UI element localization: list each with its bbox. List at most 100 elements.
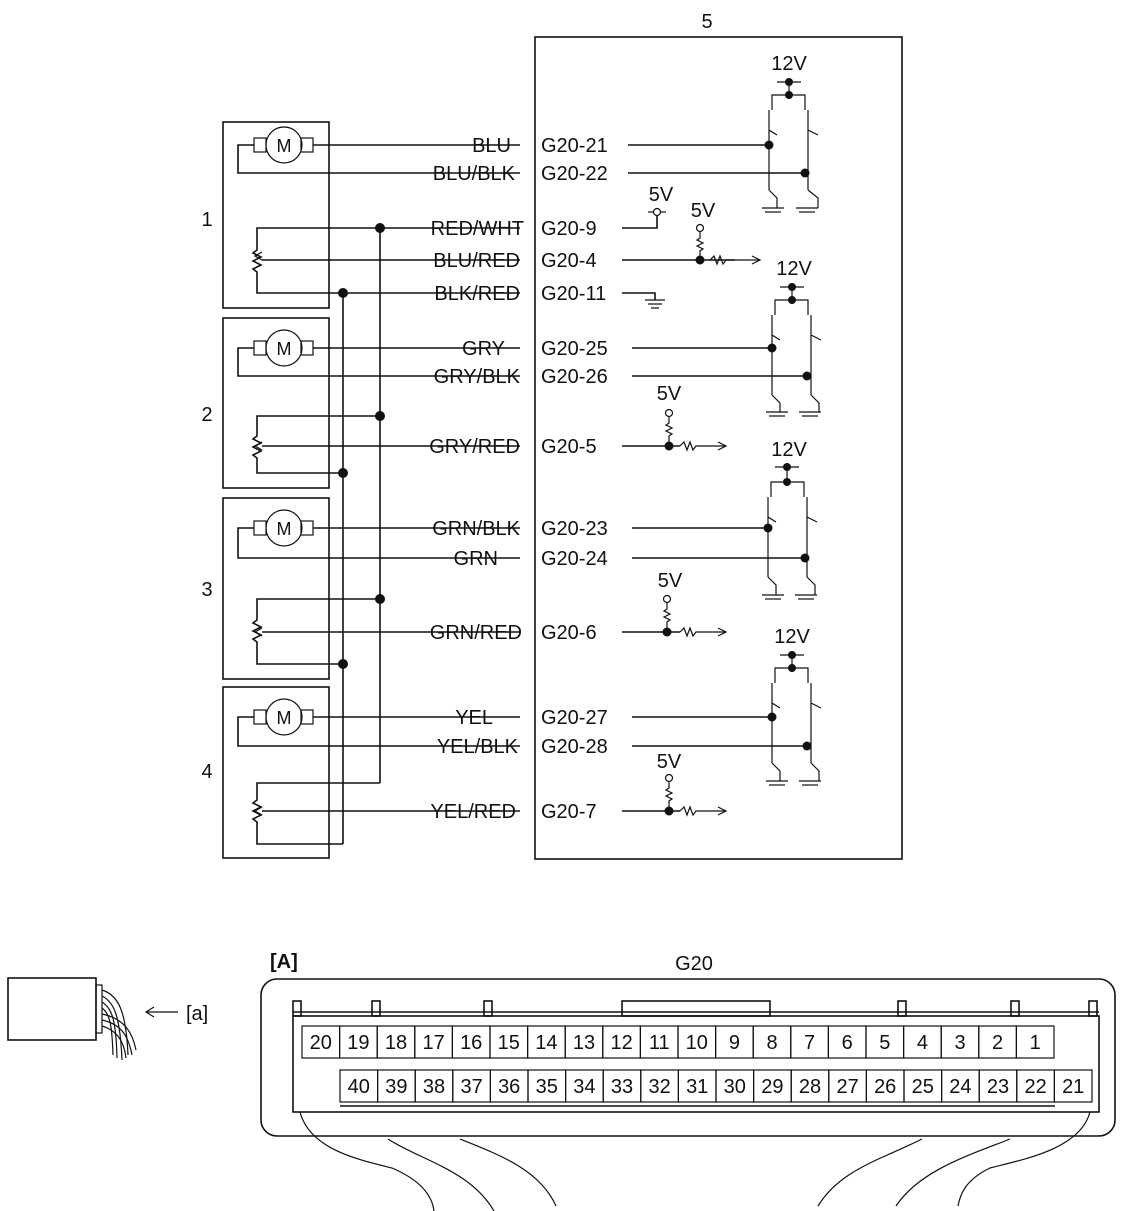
pin-number: 39 xyxy=(385,1076,407,1098)
pin-number: 16 xyxy=(460,1032,482,1054)
pin-number: 7 xyxy=(804,1032,815,1054)
pin-number: 13 xyxy=(573,1032,595,1054)
section-label: [A] xyxy=(270,951,298,973)
connector-body xyxy=(260,978,1116,1211)
pin-cell-39: 39 xyxy=(377,1069,416,1103)
pin-number: 3 xyxy=(954,1032,965,1054)
terminal-label: G20-24 xyxy=(541,548,608,570)
terminal-label: G20-9 xyxy=(541,218,597,240)
pin-number: 37 xyxy=(460,1076,482,1098)
pin-number: 25 xyxy=(912,1076,934,1098)
resistor-icon xyxy=(648,207,666,217)
wire-color-label: YEL xyxy=(455,707,493,729)
motor-box-4 xyxy=(222,686,330,859)
potentiometer-icon xyxy=(251,227,520,294)
pin-number: 21 xyxy=(1062,1076,1084,1098)
pin-cell-3: 3 xyxy=(940,1025,980,1059)
supply-12v-label: 12V xyxy=(771,439,807,461)
resistor-icon xyxy=(662,594,728,638)
pin-cell-7: 7 xyxy=(790,1025,829,1059)
terminal-label: G20-11 xyxy=(541,283,606,305)
pin-number: 10 xyxy=(686,1032,708,1054)
ecu-box xyxy=(534,36,903,860)
pin-number: 28 xyxy=(799,1076,821,1098)
svg-text:M: M xyxy=(277,339,292,359)
supply-12v-label: 12V xyxy=(776,258,812,280)
wire-color-label: BLU/RED xyxy=(433,250,520,272)
terminal-label: G20-23 xyxy=(541,518,608,540)
connector-name: G20 xyxy=(675,953,713,975)
svg-text:M: M xyxy=(277,708,292,728)
motor-icon: M xyxy=(253,509,314,547)
pin-cell-10: 10 xyxy=(677,1025,717,1059)
pin-number: 12 xyxy=(610,1032,632,1054)
pin-number: 26 xyxy=(874,1076,896,1098)
pin-number: 17 xyxy=(422,1032,444,1054)
pin-cell-4: 4 xyxy=(902,1025,942,1059)
transistor-icon xyxy=(766,651,822,786)
pin-cell-27: 27 xyxy=(828,1069,867,1103)
resistor-icon xyxy=(664,773,728,817)
pin-number: 19 xyxy=(347,1032,369,1054)
pin-number: 22 xyxy=(1024,1076,1046,1098)
wire-color-label: BLU xyxy=(472,135,511,157)
supply-5v-label: 5V xyxy=(649,184,674,206)
motor-box-3 xyxy=(222,497,330,680)
pin-number: 4 xyxy=(917,1032,928,1054)
potentiometer-icon xyxy=(251,598,520,665)
motor-number-2: 2 xyxy=(201,404,212,426)
wire-color-label: GRY/RED xyxy=(429,436,520,458)
wire-color-label: GRN xyxy=(454,548,498,570)
pin-cell-17: 17 xyxy=(414,1025,453,1059)
pin-number: 15 xyxy=(498,1032,520,1054)
pin-cell-38: 38 xyxy=(414,1069,454,1103)
pin-cell-11: 11 xyxy=(639,1025,679,1059)
pin-number: 31 xyxy=(686,1076,708,1098)
pin-cell-1: 1 xyxy=(1015,1025,1055,1059)
pin-cell-21: 21 xyxy=(1053,1069,1093,1103)
pin-cell-28: 28 xyxy=(790,1069,830,1103)
terminal-label: G20-6 xyxy=(541,622,597,644)
wire-color-label: GRY/BLK xyxy=(434,366,521,388)
pin-number: 27 xyxy=(836,1076,858,1098)
pin-number: 5 xyxy=(879,1032,890,1054)
pin-number: 30 xyxy=(724,1076,746,1098)
pin-cell-35: 35 xyxy=(527,1069,567,1103)
wire-color-label: RED/WHT xyxy=(431,218,524,240)
motor-icon: M xyxy=(253,126,314,164)
svg-text:M: M xyxy=(277,136,292,156)
resistor-icon xyxy=(664,408,728,452)
pin-cell-33: 33 xyxy=(602,1069,642,1103)
pin-cell-14: 14 xyxy=(526,1025,566,1059)
pin-cell-9: 9 xyxy=(714,1025,754,1059)
svg-text:M: M xyxy=(277,519,292,539)
pin-number: 6 xyxy=(842,1032,853,1054)
pin-number: 11 xyxy=(649,1032,670,1054)
terminal-label: G20-7 xyxy=(541,801,597,823)
terminal-label: G20-26 xyxy=(541,366,608,388)
pin-cell-34: 34 xyxy=(564,1069,604,1103)
pin-cell-23: 23 xyxy=(978,1069,1018,1103)
supply-5v-label: 5V xyxy=(657,751,682,773)
terminal-label: G20-21 xyxy=(541,135,608,157)
pin-cell-6: 6 xyxy=(827,1025,867,1059)
pin-number: 40 xyxy=(348,1076,370,1098)
pin-cell-8: 8 xyxy=(752,1025,792,1059)
motor-number-4: 4 xyxy=(201,761,212,783)
potentiometer-icon xyxy=(251,782,520,845)
wire-color-label: YEL/BLK xyxy=(437,736,519,758)
motor-number-3: 3 xyxy=(201,579,212,601)
supply-5v-label: 5V xyxy=(658,570,683,592)
pin-number: 9 xyxy=(729,1032,740,1054)
motor-icon: M xyxy=(253,329,314,367)
pin-number: 36 xyxy=(498,1076,520,1098)
pin-number: 18 xyxy=(385,1032,407,1054)
pin-number: 35 xyxy=(536,1076,558,1098)
terminal-label: G20-4 xyxy=(541,250,597,272)
motor-number-1: 1 xyxy=(201,209,212,231)
pin-cell-40: 40 xyxy=(339,1069,379,1103)
connector-icon xyxy=(7,977,137,1061)
motor-box-2 xyxy=(222,317,330,489)
